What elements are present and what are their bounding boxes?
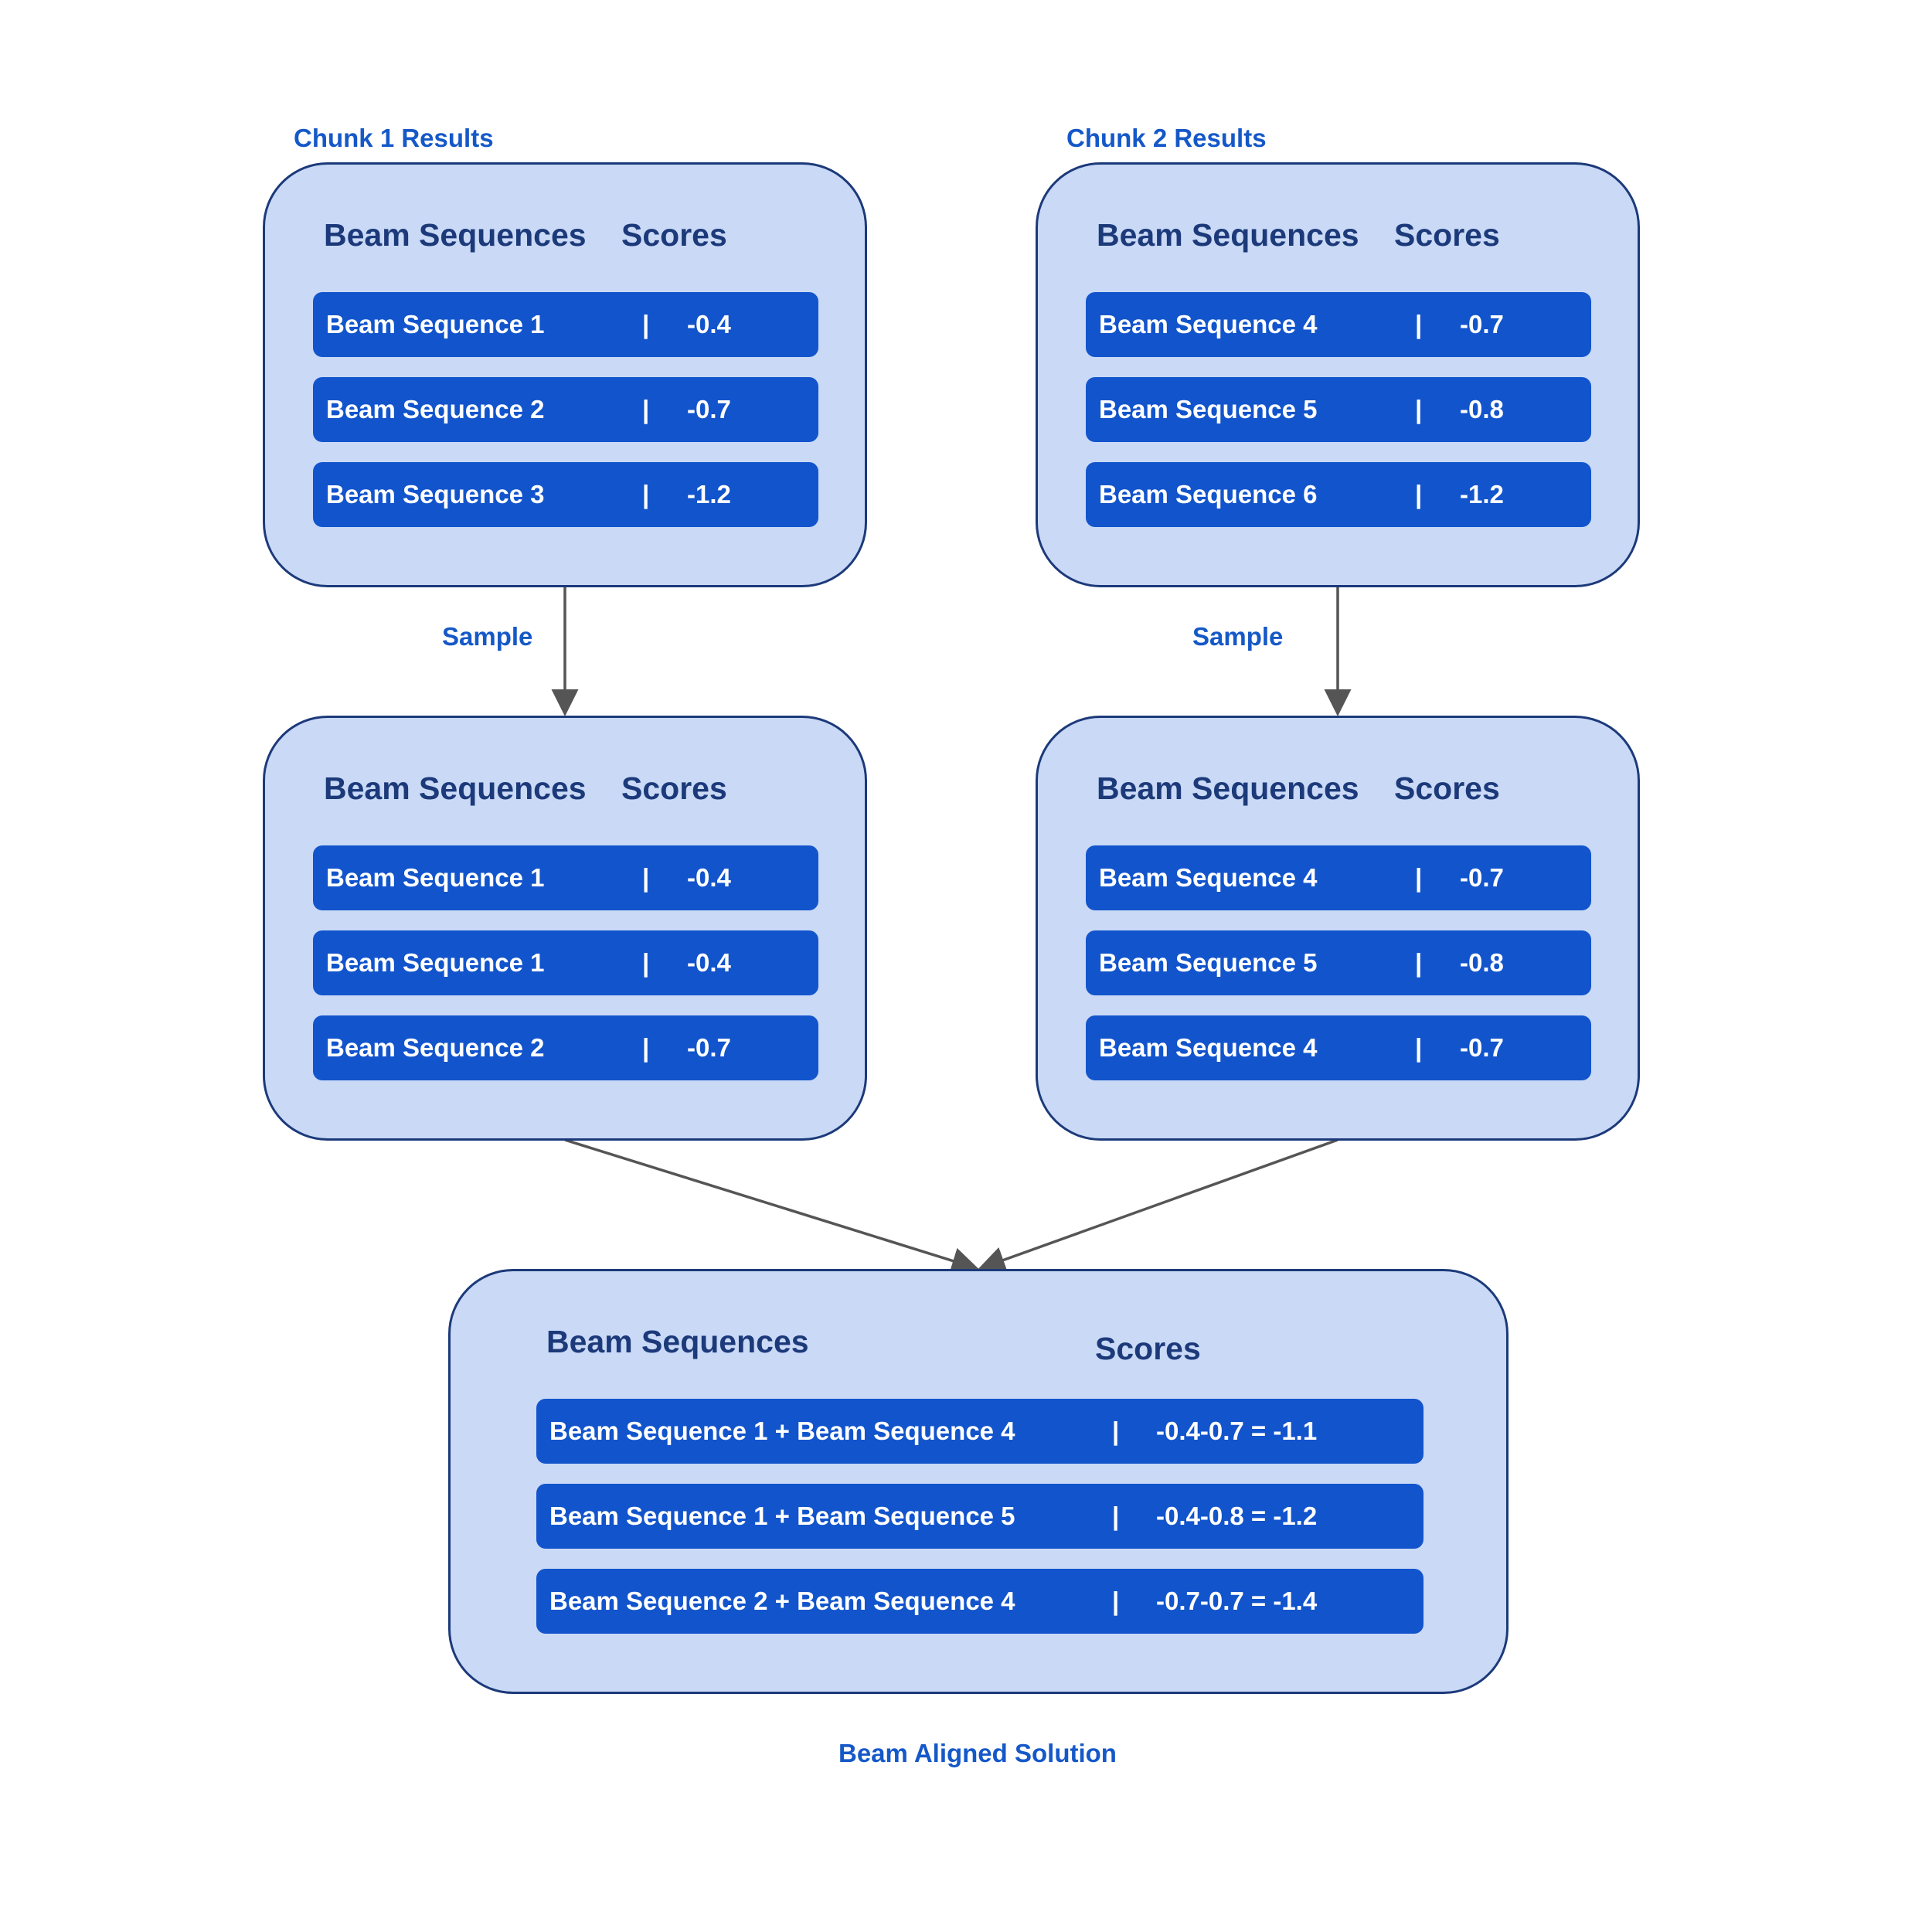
beam-row-label: Beam Sequence 1 [326,948,545,977]
beam-row: Beam Sequence 1 + Beam Sequence 4 | -0.4… [536,1399,1423,1464]
aligned-solution-panel: Beam Sequences Scores Beam Sequence 1 + … [448,1269,1509,1694]
beam-row: Beam Sequence 1 | -0.4 [313,930,818,995]
sample-left-label: Sample [442,622,533,651]
beam-sequences-header: Beam Sequences [546,1324,809,1359]
scores-header: Scores [1394,770,1500,806]
beam-row-score: -0.7 [1460,863,1504,892]
scores-header: Scores [621,770,727,806]
sample-right-label: Sample [1192,622,1284,651]
beam-row-separator: | [642,395,650,423]
sample1-panel: Beam Sequences Scores Beam Sequence 1 | … [263,716,867,1141]
beam-row-score: -0.4 [687,310,731,338]
beam-row-label: Beam Sequence 3 [326,480,545,509]
sample2-panel: Beam Sequences Scores Beam Sequence 4 | … [1036,716,1640,1141]
beam-row-label: Beam Sequence 1 [326,310,545,338]
scores-header: Scores [621,217,727,253]
beam-row-score: -1.2 [1460,480,1504,509]
beam-row-score: -0.7 [687,395,731,423]
beam-sequences-header: Beam Sequences [1097,217,1359,253]
chunk2-results-panel: Beam Sequences Scores Beam Sequence 4 | … [1036,162,1640,587]
beam-row-separator: | [1112,1417,1120,1445]
arrow-sample2-to-aligned [978,1138,1338,1273]
chunk1-caption: Chunk 1 Results [294,124,494,152]
beam-row-separator: | [642,1033,650,1062]
beam-row-separator: | [1415,310,1423,338]
beam-row-label: Beam Sequence 4 [1099,1033,1318,1062]
beam-row-label: Beam Sequence 1 + Beam Sequence 4 [549,1417,1015,1445]
beam-row-label: Beam Sequence 4 [1099,310,1318,338]
beam-row-label: Beam Sequence 2 [326,395,545,423]
beam-row-separator: | [1415,863,1423,892]
beam-row-label: Beam Sequence 5 [1099,395,1318,423]
beam-row-separator: | [1112,1587,1120,1615]
beam-row-separator: | [1415,395,1423,423]
beam-row-score: -0.7-0.7 = -1.4 [1156,1587,1318,1615]
chunk2-caption: Chunk 2 Results [1066,124,1267,152]
scores-header: Scores [1394,217,1500,253]
beam-row-score: -0.4-0.8 = -1.2 [1156,1502,1318,1530]
beam-row: Beam Sequence 4 | -0.7 [1086,292,1591,357]
solution-caption: Beam Aligned Solution [838,1739,1117,1767]
beam-row: Beam Sequence 4 | -0.7 [1086,1015,1591,1080]
beam-row-score: -0.8 [1460,948,1504,977]
beam-row: Beam Sequence 2 | -0.7 [313,1015,818,1080]
scores-header: Scores [1095,1331,1201,1366]
beam-row-score: -0.7 [687,1033,731,1062]
beam-row-score: -0.8 [1460,395,1504,423]
beam-row-label: Beam Sequence 1 + Beam Sequence 5 [549,1502,1015,1530]
beam-row-score: -0.4 [687,948,731,977]
beam-row-label: Beam Sequence 2 [326,1033,545,1062]
beam-row: Beam Sequence 1 + Beam Sequence 5 | -0.4… [536,1484,1423,1549]
beam-row-separator: | [642,948,650,977]
beam-row-label: Beam Sequence 5 [1099,948,1318,977]
chunk1-results-panel: Beam Sequences Scores Beam Sequence 1 | … [263,162,867,587]
beam-row: Beam Sequence 3 | -1.2 [313,462,818,527]
beam-sequences-header: Beam Sequences [324,217,587,253]
beam-row-label: Beam Sequence 2 + Beam Sequence 4 [549,1587,1015,1615]
beam-sequences-header: Beam Sequences [324,770,587,806]
beam-row-score: -0.4 [687,863,731,892]
beam-row: Beam Sequence 1 | -0.4 [313,845,818,910]
beam-row: Beam Sequence 1 | -0.4 [313,292,818,357]
beam-row-score: -0.7 [1460,310,1504,338]
beam-row-separator: | [1415,480,1423,509]
beam-row-score: -0.4-0.7 = -1.1 [1156,1417,1318,1445]
beam-row: Beam Sequence 6 | -1.2 [1086,462,1591,527]
beam-row-label: Beam Sequence 4 [1099,863,1318,892]
beam-row: Beam Sequence 5 | -0.8 [1086,930,1591,995]
beam-row-separator: | [642,310,650,338]
arrow-sample1-to-aligned [564,1138,979,1274]
beam-row-score: -1.2 [687,480,731,509]
beam-row-separator: | [1415,1033,1423,1062]
beam-sequences-header: Beam Sequences [1097,770,1359,806]
beam-row: Beam Sequence 2 | -0.7 [313,377,818,442]
beam-row-score: -0.7 [1460,1033,1504,1062]
beam-row: Beam Sequence 2 + Beam Sequence 4 | -0.7… [536,1569,1423,1634]
beam-row-separator: | [642,480,650,509]
beam-row: Beam Sequence 5 | -0.8 [1086,377,1591,442]
beam-row-label: Beam Sequence 1 [326,863,545,892]
beam-row-separator: | [1112,1502,1120,1530]
beam-row-separator: | [1415,948,1423,977]
beam-row: Beam Sequence 4 | -0.7 [1086,845,1591,910]
beam-row-separator: | [642,863,650,892]
beam-row-label: Beam Sequence 6 [1099,480,1318,509]
